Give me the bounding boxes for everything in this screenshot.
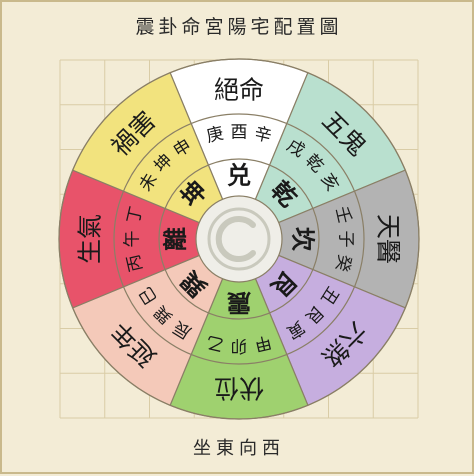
mountain-label: 卯 (231, 336, 248, 356)
mountain-label: 庚 (205, 124, 226, 147)
gua-text: 震 (226, 289, 251, 318)
mountain-label: 子 (336, 231, 356, 248)
mountain-text: 午 (123, 231, 143, 248)
mountain-text: 丙 (124, 252, 147, 273)
mountain-text: 辛 (252, 124, 273, 147)
ring-circle (158, 158, 320, 320)
mountain-label: 辛 (252, 124, 273, 147)
star-text: 伏位 (214, 374, 264, 403)
ring-layer (58, 58, 420, 420)
mountain-text: 壬 (331, 205, 354, 226)
gua-text: 兑 (227, 161, 251, 190)
gua-label: 離 (161, 227, 190, 251)
gua-label: 震 (226, 289, 251, 318)
diagram-footer: 坐東向西 (193, 438, 285, 459)
emblem-ring (207, 207, 271, 271)
star-label: 天醫 (374, 214, 403, 264)
ring-circle (113, 113, 365, 365)
star-text: 天醫 (374, 214, 403, 264)
center-emblem (195, 195, 283, 283)
emblem-mark (215, 216, 256, 262)
star-label: 絕命 (214, 76, 264, 105)
mountain-label: 午 (123, 231, 143, 248)
mountain-label: 癸 (331, 252, 354, 273)
mountain-text: 癸 (331, 252, 354, 273)
mountain-label: 丙 (124, 252, 147, 273)
mountain-text: 卯 (231, 336, 248, 356)
mountain-label: 乙 (205, 331, 226, 354)
star-label: 伏位 (214, 374, 264, 403)
mountain-label: 丁 (124, 205, 147, 226)
star-text: 絕命 (214, 76, 264, 105)
mountain-label: 酉 (231, 123, 248, 143)
star-label: 生氣 (76, 214, 105, 264)
mountain-text: 丁 (124, 205, 147, 226)
gua-label: 坎 (289, 227, 318, 251)
mountain-text: 庚 (205, 124, 226, 147)
mountain-label: 甲 (252, 331, 273, 354)
gua-text: 坎 (289, 227, 318, 251)
mountain-text: 乙 (205, 331, 226, 354)
mountain-text: 酉 (231, 123, 248, 143)
mountain-label: 壬 (331, 205, 354, 226)
gua-label: 兑 (227, 161, 251, 190)
star-text: 生氣 (76, 214, 105, 264)
mountain-text: 甲 (252, 331, 273, 354)
diagram-title: 震卦命宮陽宅配置圖 (135, 16, 343, 38)
gua-text: 離 (161, 227, 190, 251)
mountain-text: 子 (336, 231, 356, 248)
ring-circle (58, 58, 420, 420)
